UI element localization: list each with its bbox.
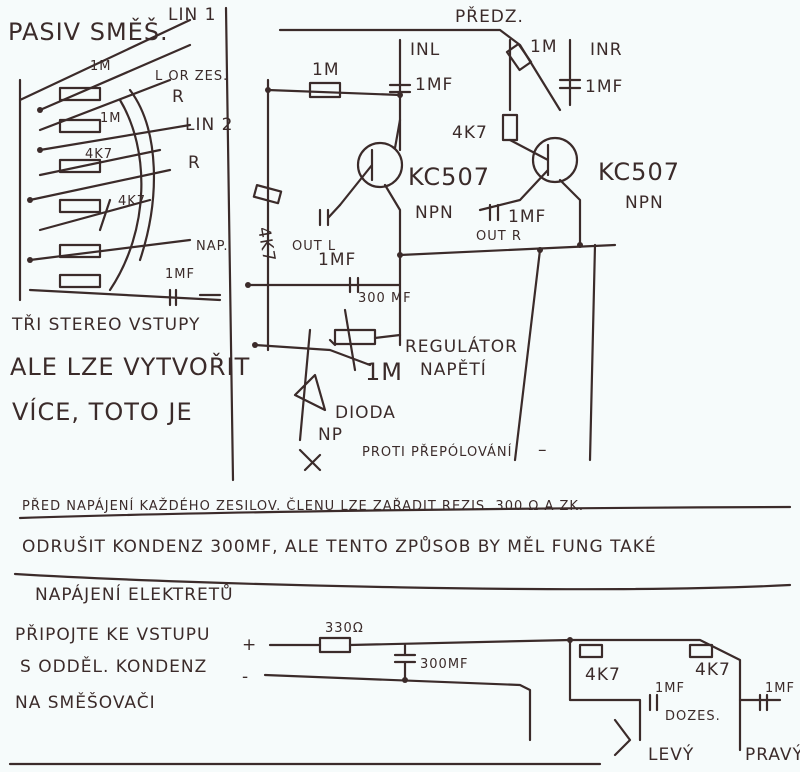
label-res-left-e: 4K7 (585, 665, 621, 685)
electret-circuit (263, 636, 782, 757)
label-res-330: 330Ω (325, 621, 364, 636)
note-line-1: PŘED NAPÁJENÍ KAŽDÉHO ZESILOV. ČLENU LZE… (22, 498, 584, 514)
label-res-4k7: 4K7 (85, 147, 113, 162)
electret-line-3: NA SMĚŠOVAČI (15, 691, 156, 713)
label-regulator: REGULÁTOR (405, 335, 518, 357)
mixer-circuit (18, 18, 222, 307)
mixer-note-2: ALE LZE VYTVOŘIT (10, 352, 250, 381)
mixer-note-3: VÍCE, TOTO JE (12, 397, 193, 426)
label-inr: INR (590, 40, 623, 60)
label-out-right: OUT R (476, 229, 522, 244)
mixer-note-1: TŘI STEREO VSTUPY (11, 313, 200, 335)
note-line-2: ODRUŠIT KONDENZ 300MF, ALE TENTO ZPŮSOB … (22, 535, 657, 557)
label-res-right: 1M (530, 37, 557, 57)
label-pot: 1M (365, 358, 403, 386)
label-cap-in-left: 1MF (415, 75, 453, 95)
label-protect: PROTI PŘEPÓLOVÁNÍ (362, 444, 512, 460)
label-type-left: NPN (415, 203, 454, 223)
label-cap-300: 300 MF (358, 291, 412, 306)
label-l-or-zes: L OR ZES. (155, 69, 228, 84)
label-res-1m: 1M (90, 59, 112, 74)
label-res-4k7-b: 4K7 (118, 194, 146, 209)
electret-title: NAPÁJENÍ ELEKTRETŮ (35, 583, 234, 605)
label-cap-left-e: 1MF (655, 681, 685, 696)
label-r2: R (188, 153, 201, 173)
label-res-1m-b: 1M (100, 111, 122, 126)
label-plus: + (242, 635, 257, 655)
label-res-e-right: 4K7 (452, 123, 488, 143)
electret-line-2: S ODDĚL. KONDENZ (20, 655, 207, 677)
label-minus: – (538, 440, 548, 460)
label-left: LEVÝ (648, 743, 694, 765)
label-cap-out-left: 1MF (318, 250, 356, 270)
preamp-title: PŘEDZ. (455, 5, 524, 27)
label-lin2: LIN 2 (185, 115, 233, 135)
label-nap: NAP. (196, 239, 229, 254)
label-cap: 1MF (165, 267, 195, 282)
label-cap-out-right: 1MF (508, 207, 546, 227)
label-right: PRAVÝ (745, 743, 800, 765)
label-diode: DIODA (335, 403, 396, 423)
label-cap-in-right: 1MF (585, 77, 623, 97)
label-lin1: LIN 1 (168, 5, 216, 25)
mixer-title: PASIV SMĚŠ. (8, 16, 169, 46)
notes-underline (18, 505, 792, 520)
electret-line-1: PŘIPOJTE KE VSTUPU (15, 623, 211, 645)
label-cap-right-e: 1MF (765, 681, 795, 696)
notes-separator (13, 572, 792, 591)
label-res-e-left: 4K7 (253, 225, 279, 264)
label-res-left: 1M (312, 60, 339, 80)
label-res-right-e: 4K7 (695, 660, 731, 680)
label-out-left: OUT L (292, 239, 336, 254)
label-regulator-2: NAPĚTÍ (420, 358, 487, 380)
label-r1: R (172, 87, 185, 107)
label-inl: INL (410, 40, 440, 60)
label-type-right: NPN (625, 193, 664, 213)
label-cap-300-e: 300MF (420, 657, 469, 672)
label-np: NP (318, 425, 343, 445)
label-transistor-left: KC507 (408, 163, 490, 191)
label-minus-e: - (242, 667, 249, 687)
vertical-divider (224, 6, 235, 482)
label-dozes: DOZES. (665, 709, 721, 724)
label-transistor-right: KC507 (598, 158, 680, 186)
preamp-circuit (245, 28, 617, 472)
